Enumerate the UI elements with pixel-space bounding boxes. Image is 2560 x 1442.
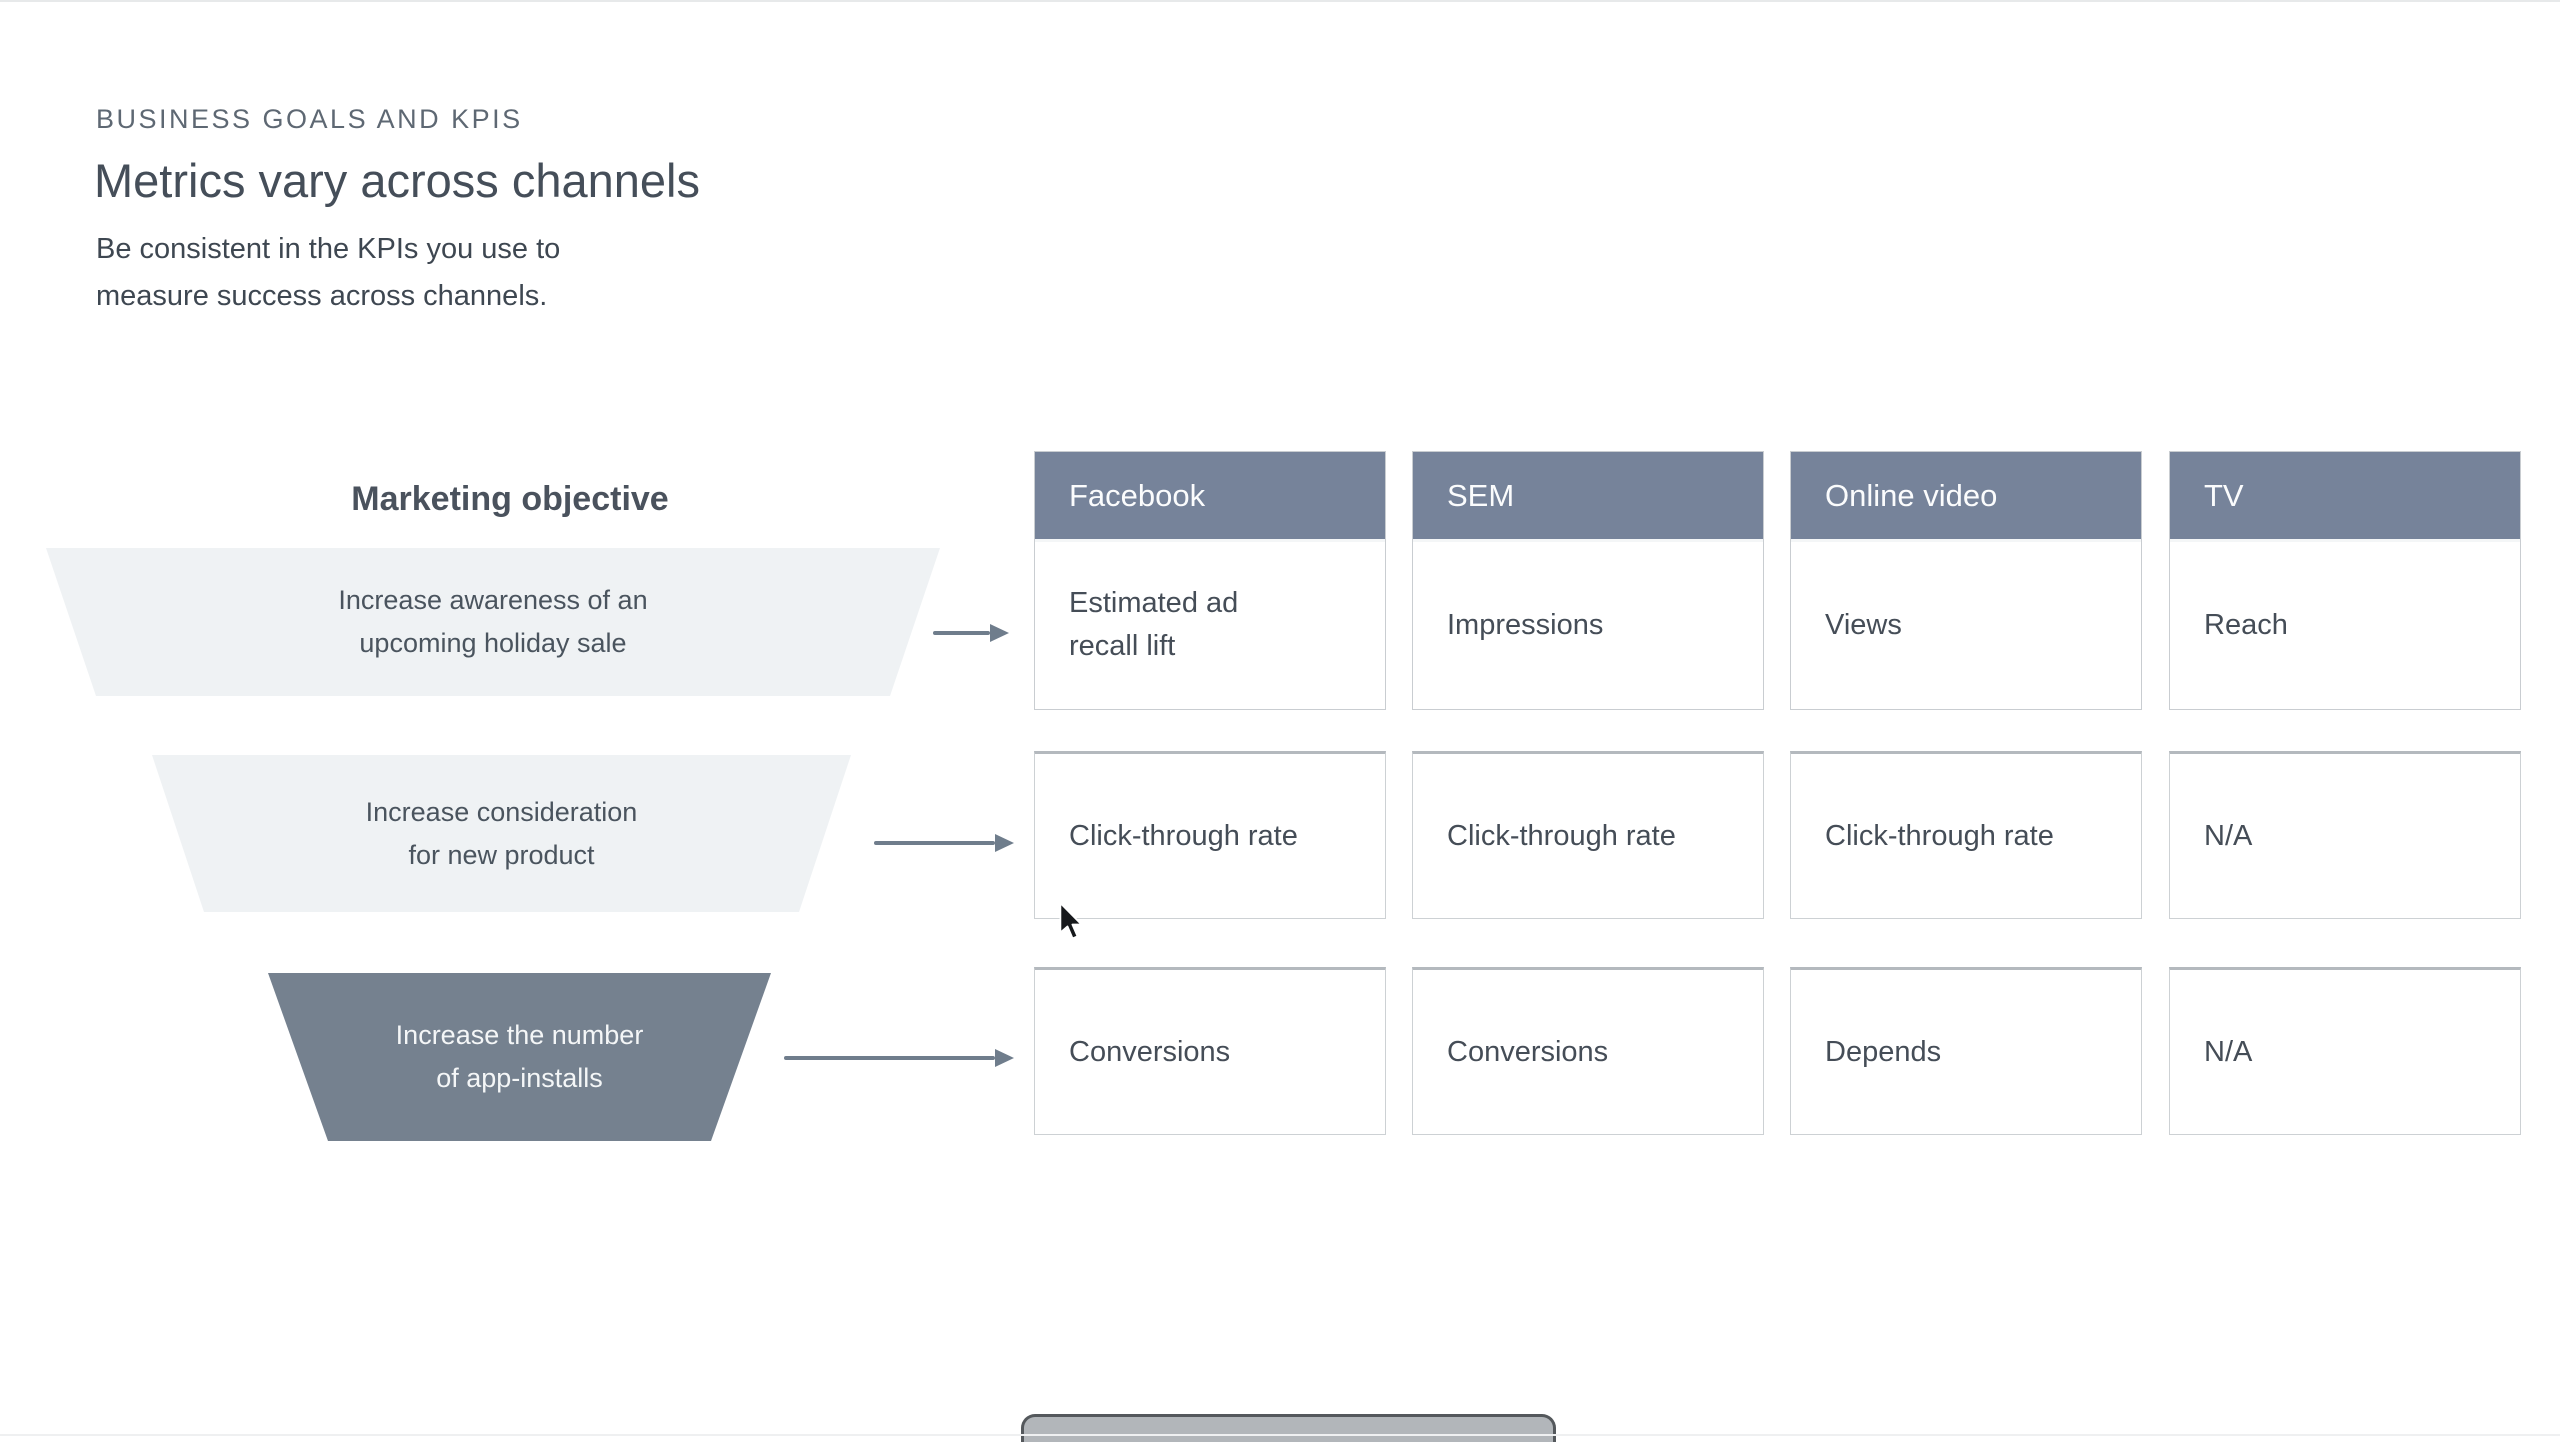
cell-sem-app-installs: Conversions	[1412, 967, 1764, 1135]
arrow-right-icon	[874, 834, 1014, 852]
cell-tv-app-installs: N/A	[2169, 967, 2521, 1135]
cell-sem-consideration: Click-through rate	[1412, 751, 1764, 919]
cell-online-video-app-installs: Depends	[1790, 967, 2142, 1135]
funnel-stage-app-installs: Increase the number of app-installs	[268, 973, 771, 1141]
kicker: BUSINESS GOALS AND KPIS	[96, 104, 523, 134]
page-subtitle: Be consistent in the KPIs you use to mea…	[96, 233, 561, 312]
cell-facebook-app-installs: Conversions	[1034, 967, 1386, 1135]
column-header-online-video: Online video	[1791, 452, 2141, 542]
cell-online-video-awareness: Views	[1825, 608, 1902, 641]
funnel-stage-awareness: Increase awareness of an upcoming holida…	[46, 548, 940, 696]
cell-facebook-awareness: Estimated ad recall lift	[1069, 587, 1239, 662]
arrow-right-icon	[784, 1049, 1014, 1067]
cell-facebook-consideration: Click-through rate	[1034, 751, 1386, 919]
column-facebook: Facebook Estimated ad recall lift	[1034, 451, 1386, 710]
column-header-tv: TV	[2170, 452, 2520, 542]
cell-tv-awareness: Reach	[2204, 608, 2288, 641]
column-header-sem: SEM	[1413, 452, 1763, 542]
page-title: Metrics vary across channels	[94, 154, 700, 207]
mouse-cursor-icon	[1059, 902, 1083, 940]
column-tv: TV Reach	[2169, 451, 2521, 710]
cell-sem-awareness: Impressions	[1447, 608, 1604, 641]
video-scrubber[interactable]	[1021, 1414, 1556, 1442]
column-online-video: Online video Views	[1790, 451, 2142, 710]
cell-tv-consideration: N/A	[2169, 751, 2521, 919]
bottom-divider	[0, 1434, 2560, 1436]
arrow-right-icon	[933, 624, 1009, 642]
cell-online-video-consideration: Click-through rate	[1790, 751, 2142, 919]
column-sem: SEM Impressions	[1412, 451, 1764, 710]
funnel-heading: Marketing objective	[351, 480, 669, 518]
column-header-facebook: Facebook	[1035, 452, 1385, 542]
top-divider	[0, 0, 2560, 2]
funnel-stage-consideration: Increase consideration for new product	[152, 755, 851, 912]
